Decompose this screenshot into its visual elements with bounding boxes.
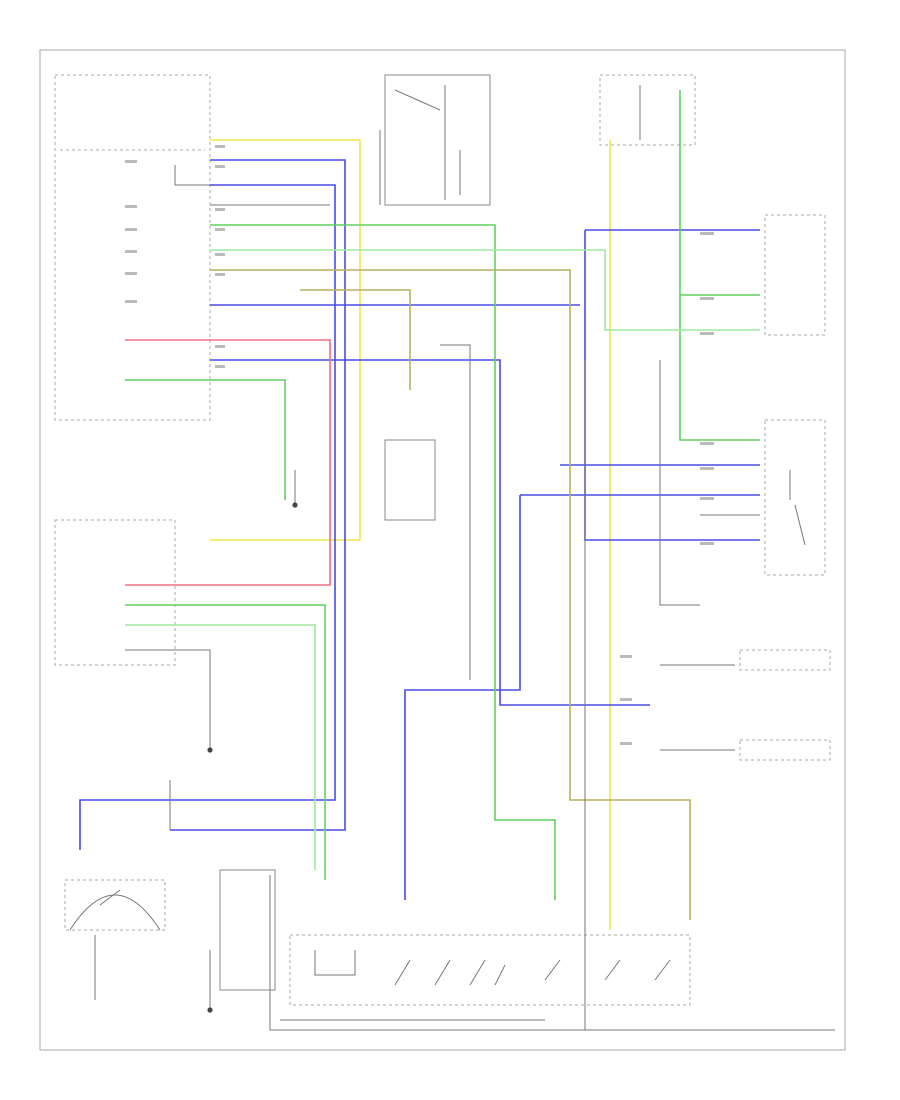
wire-red-1 — [125, 339, 331, 586]
wire-olive-1 — [210, 269, 691, 920]
switch-symbols — [99, 889, 671, 986]
component-outlines — [54, 74, 831, 1006]
gauge-bottom-left — [69, 894, 161, 931]
component-center — [384, 439, 436, 521]
switch-group-right-mid — [764, 419, 826, 576]
wire-green-1 — [679, 90, 760, 441]
wire-green-6 — [125, 624, 316, 870]
wire-yellow-1 — [210, 139, 361, 541]
right-mid-box — [739, 649, 831, 671]
switch-bank-bottom — [289, 934, 691, 1006]
switch-assembly-bottom — [219, 869, 276, 991]
connector-tick-marks — [125, 145, 714, 745]
wire-green-3 — [210, 224, 556, 900]
ground-symbols — [207, 502, 298, 1013]
wire-blue-1 — [170, 159, 346, 831]
ground-wires — [94, 85, 835, 1031]
right-low-box — [739, 739, 831, 761]
wire-blue-6 — [584, 230, 760, 541]
module-top-left — [54, 74, 211, 421]
wire-blue-9 — [404, 495, 521, 900]
wire-green-4 — [125, 379, 286, 500]
wire-green-5 — [125, 604, 326, 880]
fuse-block-top-right — [599, 74, 696, 146]
wire-olive-2 — [300, 289, 411, 390]
wires — [79, 90, 760, 930]
wire-green-7 — [210, 249, 760, 331]
wire-blue-2 — [79, 184, 336, 850]
relay-box-top-center — [384, 74, 491, 206]
wire-blue-4 — [210, 359, 650, 706]
module-left-middle — [54, 519, 176, 666]
switch-group-right-top — [764, 214, 826, 336]
diagram-border — [39, 49, 846, 1051]
